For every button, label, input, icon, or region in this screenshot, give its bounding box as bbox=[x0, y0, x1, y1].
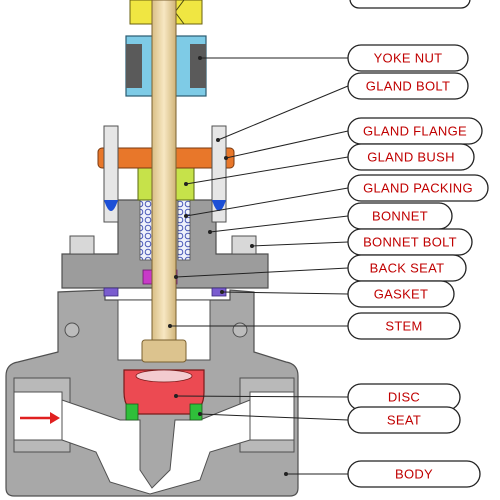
bonnet-bolt-left bbox=[69, 235, 95, 255]
label-gland-flange: GLAND FLANGE bbox=[347, 117, 483, 145]
label-yoke-nut: YOKE NUT bbox=[347, 44, 469, 72]
label-disc-text: DISC bbox=[388, 390, 420, 405]
label-yoke-nut-text: YOKE NUT bbox=[374, 51, 443, 66]
label-gland-bush: GLAND BUSH bbox=[347, 143, 475, 171]
label-body: BODY bbox=[347, 460, 481, 488]
label-back-seat: BACK SEAT bbox=[347, 254, 467, 282]
label-gland-flange-text: GLAND FLANGE bbox=[363, 124, 467, 139]
gland-packing-left bbox=[139, 199, 153, 261]
gland-bolt-right bbox=[211, 125, 227, 223]
bonnet-bolt-right bbox=[231, 235, 257, 255]
yoke-and-stem bbox=[125, 0, 207, 363]
label-stem: STEM bbox=[347, 312, 461, 340]
label-gland-packing-text: GLAND PACKING bbox=[363, 181, 473, 196]
flow-passage bbox=[61, 399, 251, 495]
seat-left bbox=[125, 403, 139, 421]
label-seat: SEAT bbox=[347, 406, 461, 434]
gasket-left bbox=[103, 287, 119, 297]
leader-lines bbox=[168, 56, 349, 476]
arrow-right-icon bbox=[20, 412, 60, 424]
gland-packing-right bbox=[177, 199, 191, 261]
label-bonnet-bolt-text: BONNET BOLT bbox=[363, 235, 457, 250]
label-bonnet-bolt: BONNET BOLT bbox=[347, 228, 473, 256]
label-seat-text: SEAT bbox=[387, 413, 421, 428]
label-gland-bush-text: GLAND BUSH bbox=[367, 150, 455, 165]
label-gland-packing: GLAND PACKING bbox=[347, 174, 489, 202]
label-gland-bolt: GLAND BOLT bbox=[347, 72, 469, 100]
label-body-text: BODY bbox=[395, 467, 433, 482]
stem bbox=[151, 0, 177, 351]
label-back-seat-text: BACK SEAT bbox=[370, 261, 445, 276]
seat-right bbox=[189, 403, 203, 421]
label-gasket: GASKET bbox=[347, 280, 455, 308]
label-gasket-text: GASKET bbox=[374, 287, 429, 302]
label-bonnet-text: BONNET bbox=[372, 209, 428, 224]
disc-and-seat bbox=[123, 369, 205, 421]
label-gland-bolt-text: GLAND BOLT bbox=[366, 79, 450, 94]
label-stem-text: STEM bbox=[385, 319, 422, 334]
label-bonnet: BONNET bbox=[347, 202, 453, 230]
top-partial-label-box bbox=[349, 0, 471, 9]
label-disc: DISC bbox=[347, 383, 461, 411]
gland-bolt-left bbox=[103, 125, 119, 223]
